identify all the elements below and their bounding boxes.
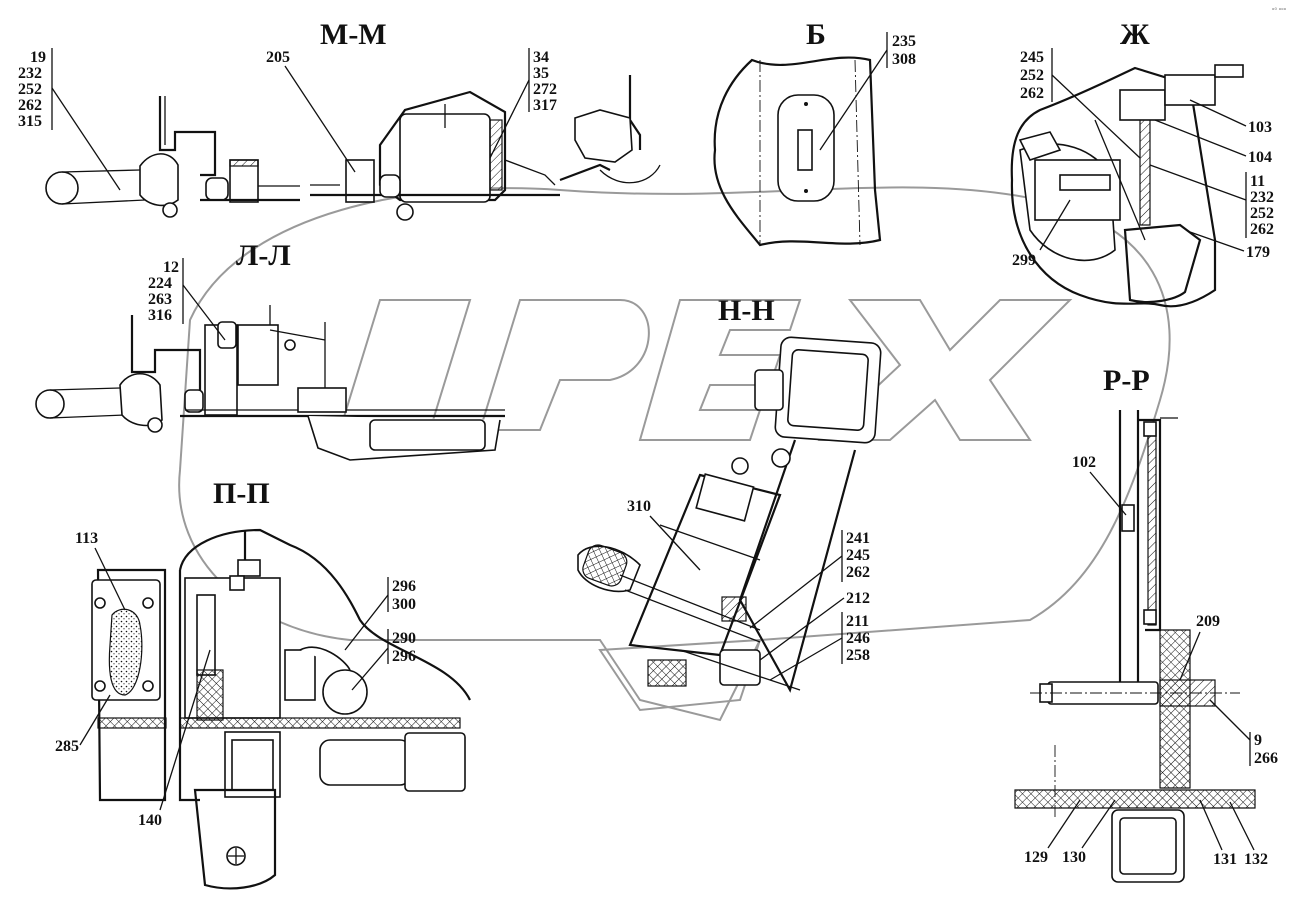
- callout-pp-140: 140: [138, 649, 211, 829]
- callout-label: 316: [148, 307, 172, 324]
- section-ll-drawing: [35, 305, 505, 461]
- callout-label: 235: [892, 33, 916, 50]
- callout-label: 296: [392, 648, 416, 665]
- callout-label: 140: [138, 812, 162, 829]
- callout-label: 262: [18, 97, 42, 114]
- callout-pp-290-296: 290 296: [351, 629, 416, 691]
- callout-mm-205: 205: [266, 49, 356, 173]
- callout-label: 300: [392, 596, 416, 613]
- callout-pp-285: 285: [55, 694, 111, 755]
- section-b-title: Б: [806, 18, 826, 51]
- callout-label: 315: [18, 113, 42, 130]
- callout-label: 258: [846, 647, 870, 664]
- callout-label: 252: [18, 81, 42, 98]
- section-nn-title: Н-Н: [718, 294, 775, 327]
- section-ll-title: Л-Л: [236, 239, 291, 272]
- section-b-drawing: [713, 56, 882, 247]
- callout-label: 262: [846, 564, 870, 581]
- callout-nn-212: 212: [759, 590, 870, 661]
- callout-label: 252: [1020, 67, 1044, 84]
- callout-label: 35: [533, 65, 549, 82]
- callout-label: 246: [846, 630, 870, 647]
- callout-label: 317: [533, 97, 557, 114]
- callout-label: 34: [533, 49, 549, 66]
- callout-label: 102: [1072, 454, 1096, 471]
- callout-label: 272: [533, 81, 557, 98]
- callout-zh-right: 11 232 252 262: [1149, 164, 1274, 238]
- callout-pp-113: 113: [75, 530, 126, 611]
- callout-label: 11: [1250, 173, 1265, 190]
- callout-nn-right1: 241 245 262: [749, 530, 870, 629]
- section-zh-drawing: [1010, 64, 1244, 308]
- callout-zh-104: 104: [1154, 119, 1272, 166]
- callout-label: 224: [148, 275, 172, 292]
- callout-rr-bottom: 129 130 131 132: [1024, 799, 1268, 868]
- section-rr-title: Р-Р: [1103, 364, 1150, 397]
- callout-label: 262: [1020, 85, 1044, 102]
- callout-b-right: 235 308: [819, 32, 916, 151]
- section-pp-drawing: [91, 528, 471, 890]
- callout-label: 131: [1213, 851, 1237, 868]
- callout-label: 211: [846, 613, 869, 630]
- callout-label: 290: [392, 630, 416, 647]
- callout-label: 209: [1196, 613, 1220, 630]
- callout-label: 285: [55, 738, 79, 755]
- callout-label: 310: [627, 498, 651, 515]
- callout-label: 104: [1248, 149, 1272, 166]
- callout-label: 266: [1254, 750, 1278, 767]
- callout-label: 9: [1254, 732, 1262, 749]
- callout-label: 132: [1244, 851, 1268, 868]
- section-rr-drawing: [1014, 410, 1256, 883]
- callout-label: 205: [266, 49, 290, 66]
- section-mm-title: М-М: [320, 18, 387, 51]
- callout-label: 12: [163, 259, 179, 276]
- callout-mm-right: 34 35 272 317: [489, 48, 557, 159]
- callout-label: 245: [1020, 49, 1044, 66]
- callout-label: 129: [1024, 849, 1048, 866]
- callout-nn-310: 310: [627, 498, 701, 571]
- callout-label: 232: [18, 65, 42, 82]
- callout-label: 232: [1250, 189, 1274, 206]
- callout-zh-179: 179: [1189, 231, 1270, 261]
- callout-label: 296: [392, 578, 416, 595]
- section-mm-drawing: [45, 75, 661, 221]
- callout-zh-103: 103: [1189, 99, 1272, 136]
- callout-label: 212: [846, 590, 870, 607]
- callout-label: 245: [846, 547, 870, 564]
- section-pp-title: П-П: [213, 477, 270, 510]
- callout-label: 130: [1062, 849, 1086, 866]
- callout-label: 262: [1250, 221, 1274, 238]
- callout-label: 252: [1250, 205, 1274, 222]
- callout-ll-left: 12 224 263 316: [148, 258, 226, 341]
- callout-label: 19: [30, 49, 46, 66]
- callout-zh-299: 299: [1012, 199, 1071, 269]
- callout-nn-right2: 211 246 258: [769, 612, 870, 681]
- callout-rr-right: 9 266: [1209, 699, 1278, 767]
- callout-rr-102: 102: [1072, 454, 1127, 516]
- callout-label: 179: [1246, 244, 1270, 261]
- callout-label: 299: [1012, 252, 1036, 269]
- callout-label: 241: [846, 530, 870, 547]
- callout-label: 308: [892, 51, 916, 68]
- callout-label: 263: [148, 291, 172, 308]
- callout-rr-209: 209: [1179, 613, 1220, 681]
- callout-label: 103: [1248, 119, 1272, 136]
- section-nn-drawing: [577, 336, 882, 693]
- section-zh-title: Ж: [1120, 18, 1150, 51]
- callout-pp-296-300: 296 300: [344, 577, 416, 651]
- callout-label: 113: [75, 530, 98, 547]
- corner-mark: ᵒ⁰ ᵒᵒᵒ: [1272, 7, 1287, 14]
- callout-mm-left: 19 232 252 262 315: [18, 48, 121, 191]
- callout-zh-top: 245 252 262: [1020, 48, 1141, 159]
